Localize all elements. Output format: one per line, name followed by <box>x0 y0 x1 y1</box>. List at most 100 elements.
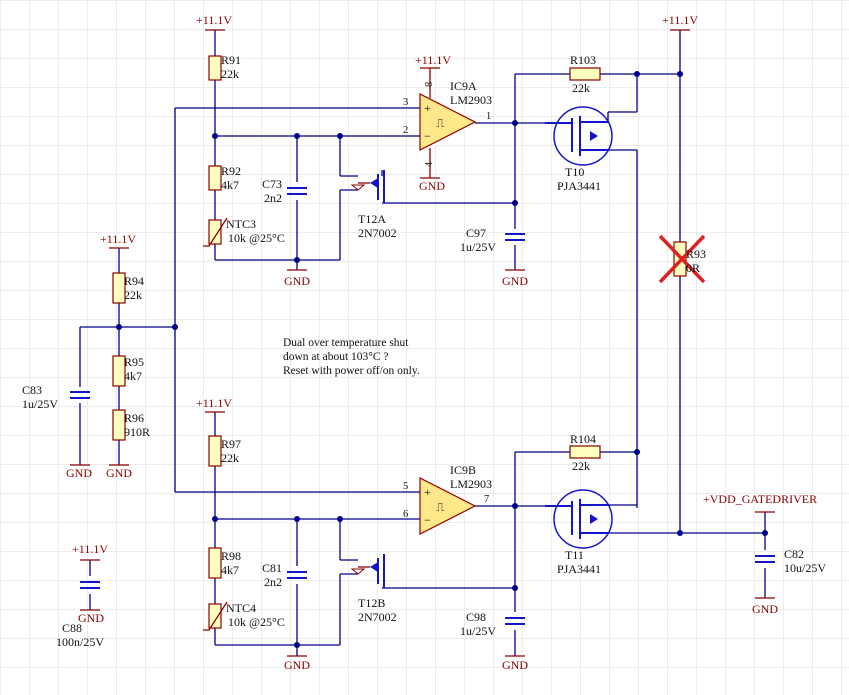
svg-text:1u/25V: 1u/25V <box>460 240 496 254</box>
svg-text:4k7: 4k7 <box>221 563 239 577</box>
gnd-label: GND <box>752 602 778 616</box>
mosfet-t12a <box>350 170 385 203</box>
svg-text:4: 4 <box>424 161 435 167</box>
svg-text:C73: C73 <box>262 177 282 191</box>
svg-text:4k7: 4k7 <box>221 178 239 192</box>
svg-text:1: 1 <box>486 111 491 122</box>
svg-text:10k @25°C: 10k @25°C <box>228 231 285 245</box>
resistor-r104 <box>569 445 601 459</box>
thermistor-ntc3 <box>208 219 222 245</box>
gnd-label: GND <box>502 274 528 288</box>
capacitors <box>70 187 775 625</box>
svg-text:−: − <box>424 129 431 143</box>
gnd-label: GND <box>66 466 92 480</box>
resistor-r94 <box>112 272 126 304</box>
svg-text:10u/25V: 10u/25V <box>784 561 826 575</box>
svg-text:22k: 22k <box>572 459 590 473</box>
supply-label: +11.1V <box>415 53 451 67</box>
svg-text:R97: R97 <box>221 437 241 451</box>
svg-text:−: − <box>424 513 431 527</box>
resistors <box>112 55 687 631</box>
junctions <box>116 71 768 648</box>
svg-text:C82: C82 <box>784 547 804 561</box>
svg-text:100n/25V: 100n/25V <box>56 635 104 649</box>
svg-text:C81: C81 <box>262 561 282 575</box>
resistor-r95 <box>112 355 126 387</box>
r93-not-fitted-cross <box>658 234 706 284</box>
svg-text:+: + <box>424 101 431 115</box>
svg-text:⎍: ⎍ <box>436 116 445 130</box>
svg-text:T10: T10 <box>565 165 584 179</box>
mosfet-t11 <box>545 489 637 549</box>
supply-label: +11.1V <box>662 13 698 27</box>
svg-text:T11: T11 <box>565 548 584 562</box>
svg-text:1u/25V: 1u/25V <box>460 624 496 638</box>
thermistor-ntc4 <box>208 603 222 629</box>
resistor-r91 <box>208 55 222 81</box>
supply-label: +11.1V <box>196 13 232 27</box>
power-ports: +11.1V +11.1V +11.1V +11.1V +11.1V +11.1… <box>66 13 817 672</box>
svg-text:2: 2 <box>403 125 408 136</box>
resistor-r96 <box>112 409 126 441</box>
opamp-ic9b: + − ⎍ 5 6 7 <box>403 477 489 535</box>
svg-text:C83: C83 <box>22 383 42 397</box>
net-label-gatedriver: +VDD_GATEDRIVER <box>703 492 817 506</box>
svg-text:5: 5 <box>403 481 408 492</box>
svg-text:3: 3 <box>403 97 408 108</box>
gnd-label: GND <box>502 658 528 672</box>
svg-text:Reset with power off/on only.: Reset with power off/on only. <box>283 365 420 377</box>
svg-text:PJA3441: PJA3441 <box>557 562 601 576</box>
svg-text:1u/25V: 1u/25V <box>22 397 58 411</box>
svg-text:down at about 103°C ?: down at about 103°C ? <box>283 351 389 363</box>
svg-text:PJA3441: PJA3441 <box>557 179 601 193</box>
svg-text:2N7002: 2N7002 <box>358 610 397 624</box>
svg-text:R104: R104 <box>570 432 596 446</box>
svg-text:8: 8 <box>424 82 435 87</box>
svg-text:22k: 22k <box>124 288 142 302</box>
svg-text:22k: 22k <box>221 451 239 465</box>
gnd-label: GND <box>419 179 445 193</box>
svg-text:C88: C88 <box>62 621 82 635</box>
gnd-label: GND <box>78 611 104 625</box>
svg-text:IC9B: IC9B <box>450 463 476 477</box>
svg-text:R91: R91 <box>221 53 241 67</box>
opamp-ic9a: + − ⎍ 3 2 1 8 4 <box>403 82 491 167</box>
svg-text:LM2903: LM2903 <box>450 477 492 491</box>
svg-text:+: + <box>424 485 431 499</box>
svg-text:R95: R95 <box>124 355 144 369</box>
svg-text:6: 6 <box>403 509 408 520</box>
supply-label: +11.1V <box>196 396 232 410</box>
supply-label: +11.1V <box>72 542 108 556</box>
svg-text:10k @25°C: 10k @25°C <box>228 615 285 629</box>
resistor-r97 <box>208 435 222 467</box>
gnd-label: GND <box>106 466 132 480</box>
svg-text:2N7002: 2N7002 <box>358 226 397 240</box>
svg-text:Dual over temperature shut: Dual over temperature shut <box>283 337 409 349</box>
resistor-r98 <box>208 547 222 579</box>
design-note: Dual over temperature shut down at about… <box>283 337 420 377</box>
svg-text:0R: 0R <box>686 261 700 275</box>
svg-text:R103: R103 <box>570 53 596 67</box>
svg-text:T12A: T12A <box>358 212 386 226</box>
svg-text:R93: R93 <box>686 247 706 261</box>
supply-label: +11.1V <box>100 232 136 246</box>
svg-text:22k: 22k <box>572 81 590 95</box>
gnd-label: GND <box>284 274 310 288</box>
wires <box>79 30 766 656</box>
gnd-label: GND <box>284 658 310 672</box>
svg-text:R92: R92 <box>221 164 241 178</box>
mosfet-t12b <box>350 554 385 588</box>
svg-text:T12B: T12B <box>358 596 385 610</box>
svg-text:IC9A: IC9A <box>450 79 477 93</box>
resistor-r103 <box>569 67 601 81</box>
svg-text:R98: R98 <box>221 549 241 563</box>
svg-text:NTC3: NTC3 <box>226 217 256 231</box>
svg-text:C97: C97 <box>466 226 486 240</box>
svg-text:R96: R96 <box>124 411 144 425</box>
resistor-r92 <box>208 165 222 191</box>
svg-text:⎍: ⎍ <box>436 500 445 514</box>
svg-text:NTC4: NTC4 <box>226 601 256 615</box>
